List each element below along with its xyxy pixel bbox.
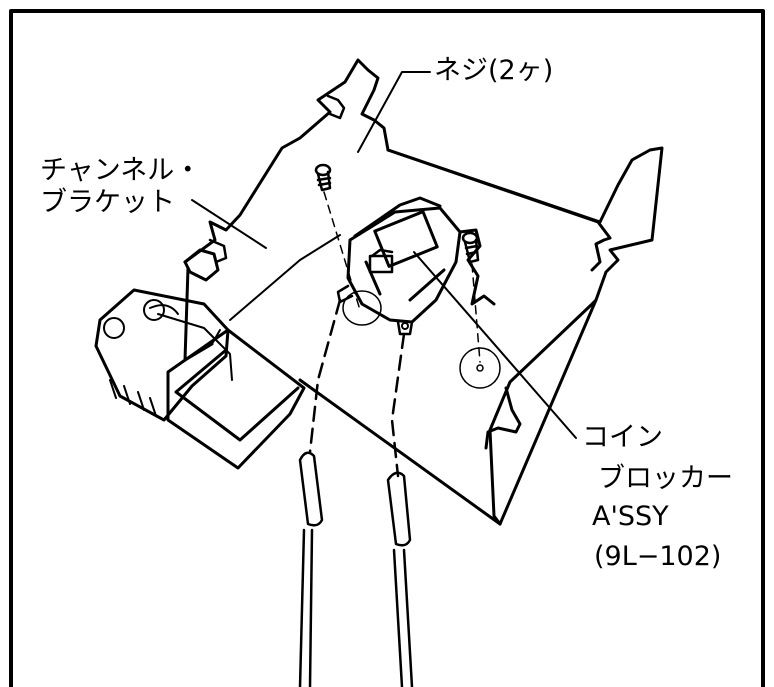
label-screws: ネジ(2ヶ): [434, 55, 554, 86]
label-bracket-line2: ブラケット: [40, 187, 175, 218]
label-blocker-line2: ブロッカー: [598, 463, 733, 494]
label-blocker-line1: コイン: [582, 422, 663, 453]
leader-lines: [191, 71, 577, 439]
mounting-hole-right: [459, 347, 501, 389]
mounting-hole-left: [342, 290, 382, 326]
leader-blocker: [413, 251, 577, 439]
label-blocker-line3: A'SSY: [592, 501, 669, 532]
switch-unit: [94, 288, 306, 470]
diagram-border: [9, 9, 765, 687]
connector-right: [386, 471, 412, 547]
coin-blocker-assy: [336, 196, 496, 336]
channel-bracket: [183, 58, 664, 526]
connector-left: [298, 451, 324, 527]
leader-screws: [357, 71, 431, 153]
leader-bracket: [191, 199, 267, 249]
label-blocker-line4: (9L−102): [594, 541, 722, 572]
label-bracket-line1: チャンネル・: [40, 155, 202, 186]
screw-right: [461, 231, 481, 363]
blocker-wires: [298, 298, 414, 687]
